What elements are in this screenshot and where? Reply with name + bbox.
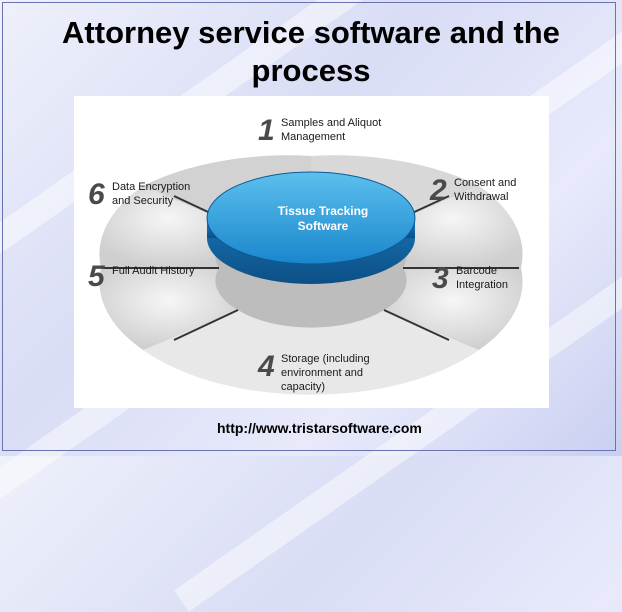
slide-frame [2, 2, 616, 451]
segment-5-number: 5 [88, 260, 105, 293]
segment-4 [143, 310, 479, 395]
segment-2-number: 2 [430, 174, 447, 207]
hub-top [206, 171, 416, 265]
segment-3-label: Barcode Integration [456, 265, 508, 291]
segment-6-label: Data Encryption and Security [112, 181, 191, 207]
segment-6 [99, 186, 238, 268]
segment-2 [384, 186, 523, 268]
segment-2-label: Consent and Withdrawal [454, 177, 517, 203]
segment-4-label: Storage (including environment and capac… [281, 353, 370, 393]
website-url: http://www.tristarsoftware.com [217, 420, 422, 436]
hub-label-line1: Tissue Tracking [277, 204, 369, 218]
diagram-panel: Tissue Tracking Software 1 Samples and A… [74, 96, 549, 408]
segment-1-number: 1 [258, 114, 275, 147]
segment-3-number: 3 [432, 262, 449, 295]
segment-5 [99, 268, 238, 350]
hub-label: Tissue Tracking Software [263, 204, 383, 234]
segment-6-number: 6 [88, 178, 105, 211]
slide-title: Attorney service software and the proces… [62, 15, 560, 88]
segment-3 [384, 268, 523, 350]
segment-4-number: 4 [258, 350, 275, 383]
hub-label-line2: Software [297, 219, 349, 233]
segment-1-label: Samples and Aliquot Management [281, 117, 382, 143]
segment-5-label: Full Audit History [112, 265, 195, 277]
process-wheel [99, 155, 523, 395]
